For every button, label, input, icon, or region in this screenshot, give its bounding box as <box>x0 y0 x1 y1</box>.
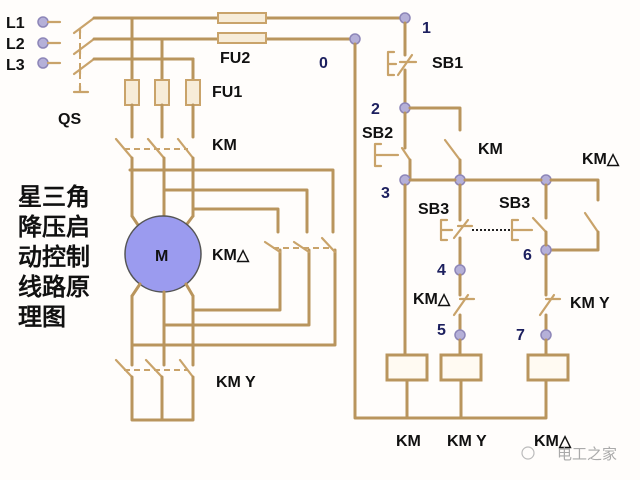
node-label-0: 0 <box>319 55 328 72</box>
km-y-main-contacts <box>114 358 195 379</box>
label-coil-kmy: KM Y <box>447 433 487 450</box>
sb1-button <box>396 53 418 77</box>
title-line-2: 降压启 <box>18 213 90 241</box>
sb3-right-button <box>531 216 548 234</box>
fu2-fuse-2 <box>217 32 267 44</box>
label-km-y-nc: KM Y <box>570 295 610 312</box>
fu1-fuse-3 <box>185 79 201 106</box>
label-l2: L2 <box>6 36 25 53</box>
label-km-delta-hold: KM△ <box>582 151 620 168</box>
label-motor: M <box>155 248 168 265</box>
sb2-button <box>400 146 412 162</box>
control-circuit <box>349 12 600 420</box>
coil-kmd <box>526 353 570 382</box>
label-sb3-right: SB3 <box>499 195 530 212</box>
node-label-1: 1 <box>422 20 431 37</box>
title-line-4: 线路原 <box>18 273 90 301</box>
sb3-left-button <box>452 218 474 240</box>
label-qs: QS <box>58 111 81 128</box>
node-label-3: 3 <box>381 185 390 202</box>
fu2-fuse-1 <box>217 12 267 24</box>
node-label-6: 6 <box>523 247 532 264</box>
label-km-y-main: KM Y <box>216 374 256 391</box>
wechat-icon <box>521 446 535 460</box>
label-coil-kmd: KM△ <box>534 433 572 450</box>
title-line-5: 理图 <box>18 303 66 331</box>
label-l1: L1 <box>6 15 25 32</box>
label-fu2: FU2 <box>220 50 250 67</box>
km-hold-contact <box>443 138 462 162</box>
label-l3: L3 <box>6 57 25 74</box>
label-km-hold: KM <box>478 141 503 158</box>
coil-kmy <box>439 353 483 382</box>
label-fu1: FU1 <box>212 84 242 101</box>
watermark: 电工之家 <box>521 445 617 463</box>
node-label-5: 5 <box>437 322 446 339</box>
title-line-3: 动控制 <box>18 243 90 271</box>
label-sb2: SB2 <box>362 125 393 142</box>
label-coil-km: KM <box>396 433 421 450</box>
label-sb1: SB1 <box>432 55 463 72</box>
power-circuit <box>37 12 407 422</box>
km-delta-hold-contact <box>583 211 600 234</box>
title-line-1: 星三角 <box>18 183 90 211</box>
label-sb3-left: SB3 <box>418 201 449 218</box>
terminal-l3 <box>37 57 49 69</box>
km-delta-nc-contact <box>452 293 476 317</box>
labels: L1 L2 L3 QS FU1 FU2 KM KM△ KM Y M SB1 SB… <box>6 15 620 463</box>
coil-km <box>385 353 429 382</box>
watermark-text: 电工之家 <box>557 445 617 463</box>
node-label-7: 7 <box>516 327 525 344</box>
terminal-l2 <box>37 37 49 49</box>
label-km-main: KM <box>212 137 237 154</box>
fu1-fuse-1 <box>124 79 140 106</box>
terminal-l1 <box>37 16 49 28</box>
km-y-nc-contact <box>538 293 562 317</box>
qs-switch <box>72 16 96 76</box>
km-delta-main-contacts <box>263 236 337 254</box>
node-label-2: 2 <box>371 101 380 118</box>
node-label-4: 4 <box>437 262 446 279</box>
label-km-delta-nc: KM△ <box>413 291 451 308</box>
label-km-delta-main: KM△ <box>212 247 250 264</box>
fu1-fuse-2 <box>154 79 170 106</box>
